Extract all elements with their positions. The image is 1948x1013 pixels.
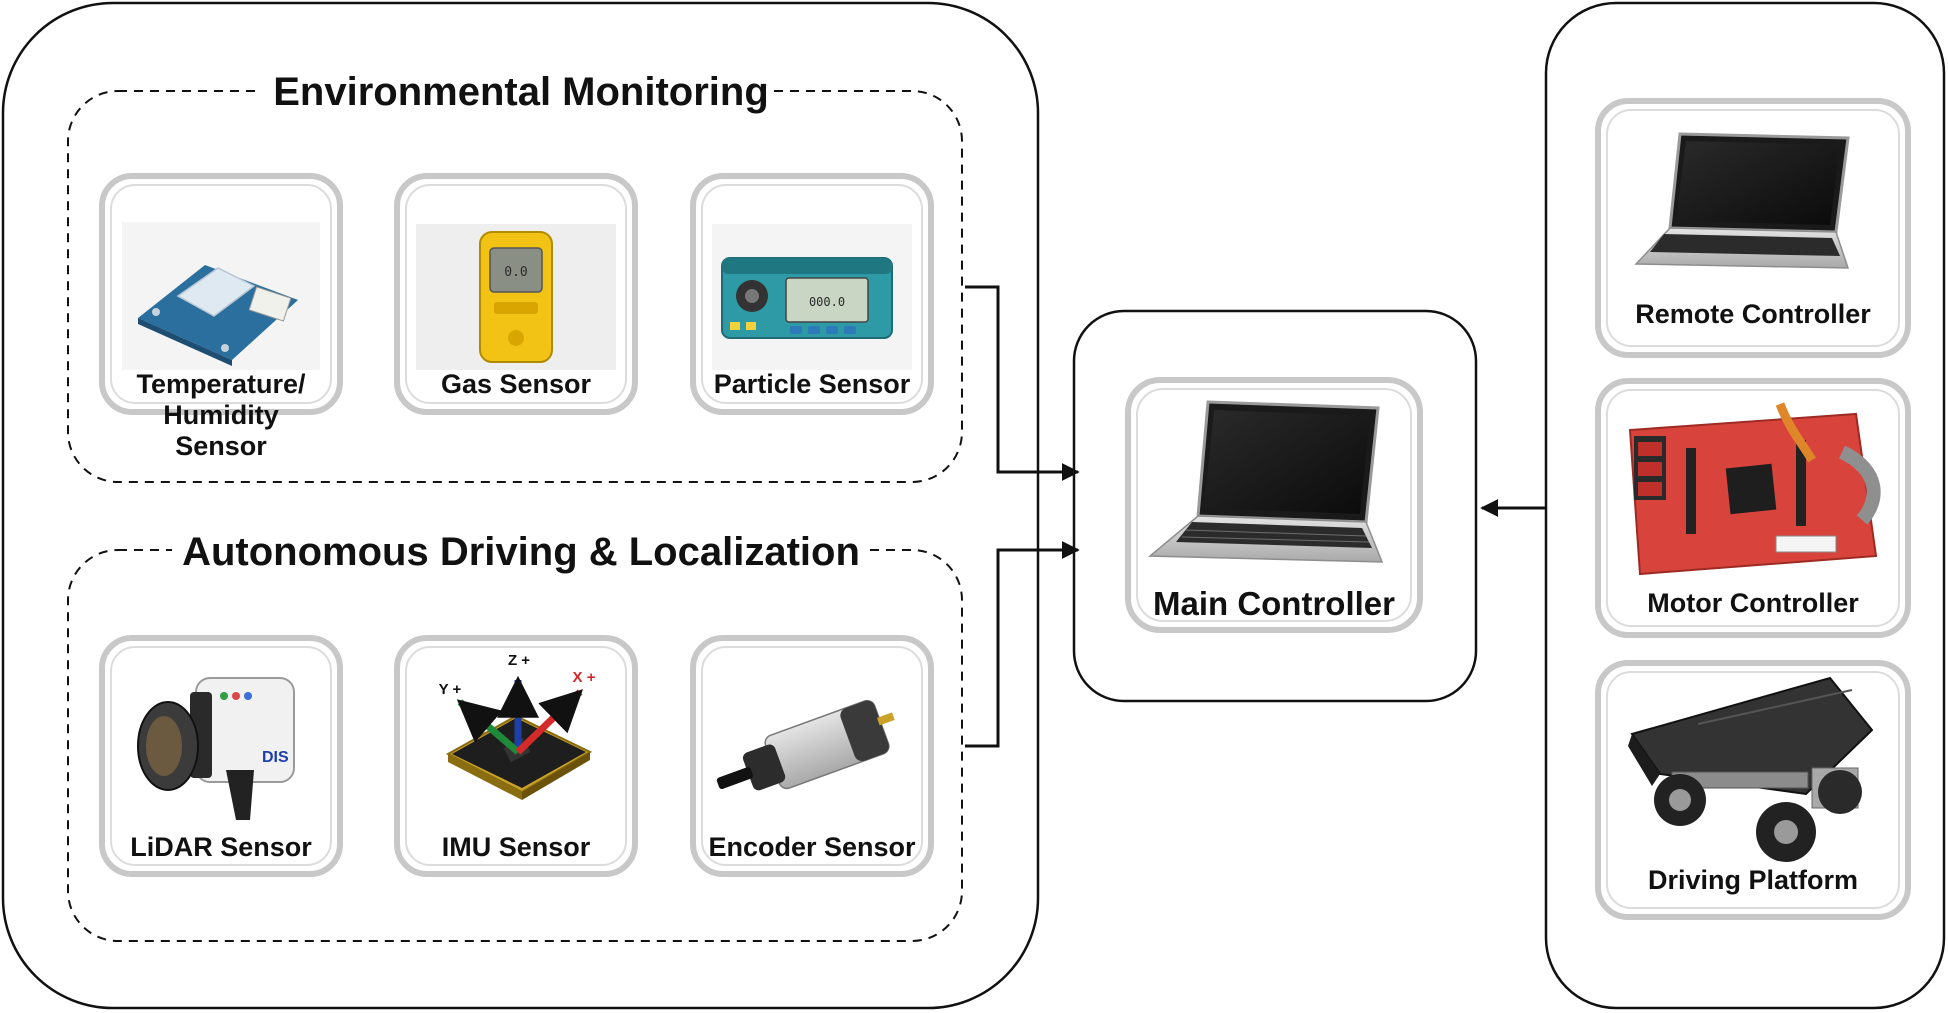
sensor-label: IMU Sensor <box>442 832 591 862</box>
main-controller-laptop-icon <box>1147 400 1384 563</box>
imu-axis-z-label: Z + <box>508 652 530 669</box>
platform-card-remote-controller: Remote Controller <box>1595 98 1911 358</box>
svg-text:0.0: 0.0 <box>504 265 527 280</box>
sensor-label-line: Sensor <box>175 431 267 461</box>
autonomous-dashed-box <box>67 549 963 942</box>
environmental-dashed-box <box>67 90 963 483</box>
sensor-card-temperature-humidity: Temperature/ Humidity Sensor <box>99 173 343 461</box>
sensor-label: Encoder Sensor <box>708 832 916 862</box>
environmental-title: Environmental Monitoring <box>273 70 769 114</box>
main-controller-box <box>1072 309 1478 703</box>
autonomous-title: Autonomous Driving & Localization <box>182 530 860 574</box>
sensor-label-line: Temperature/ <box>136 369 306 399</box>
driving-platform-label: Driving Platform <box>1648 865 1858 895</box>
sensor-label: Particle Sensor <box>714 369 911 399</box>
sensor-card-gas: 0.0 Gas Sensor <box>394 173 638 415</box>
remote-controller-label: Remote Controller <box>1635 299 1871 329</box>
remote-controller-laptop-icon <box>1634 132 1850 269</box>
platform-card-motor-controller: Motor Controller <box>1595 378 1911 638</box>
main-controller-group: Main Controller <box>1072 309 1478 703</box>
gas-detector-icon: 0.0 <box>416 224 616 370</box>
sensor-card-encoder: Encoder Sensor <box>690 635 934 877</box>
sensor-card-imu: Z + Y + X + IMU Sensor <box>394 635 638 877</box>
connector-environmental-to-main <box>965 285 1080 481</box>
autonomous-driving-group: Autonomous Driving & Localization <box>67 522 963 942</box>
lidar-unit-icon: DIS <box>137 677 295 820</box>
sensor-label: LiDAR Sensor <box>130 832 312 862</box>
dc-motor-encoder-icon <box>716 699 895 791</box>
driving-platform-vehicle-icon <box>1628 676 1874 862</box>
imu-chip-icon <box>445 675 593 800</box>
sensor-card-lidar: DIS LiDAR Sensor <box>99 635 343 877</box>
particle-counter-icon: 000.0 <box>712 224 912 370</box>
environmental-monitoring-group: Environmental Monitoring <box>67 62 963 483</box>
svg-text:000.0: 000.0 <box>809 295 845 309</box>
temperature-humidity-sensor-icon <box>122 222 320 370</box>
platform-card-driving-platform: Driving Platform <box>1595 660 1911 920</box>
platform-container <box>1544 1 1946 1010</box>
sensor-label-line: Humidity <box>163 400 279 430</box>
main-controller-label: Main Controller <box>1153 585 1395 622</box>
imu-axis-x-label: X + <box>573 669 596 686</box>
svg-text:DIS: DIS <box>262 749 289 766</box>
imu-axis-y-label: Y + <box>439 681 462 698</box>
motor-controller-label: Motor Controller <box>1647 588 1859 618</box>
connector-autonomous-to-main <box>965 541 1080 748</box>
sensor-group-container <box>1 1 1040 1010</box>
motor-controller-board-icon <box>1628 402 1881 576</box>
sensor-label: Gas Sensor <box>441 369 592 399</box>
sensor-card-particle: 000.0 Particle Sensor <box>690 173 934 415</box>
